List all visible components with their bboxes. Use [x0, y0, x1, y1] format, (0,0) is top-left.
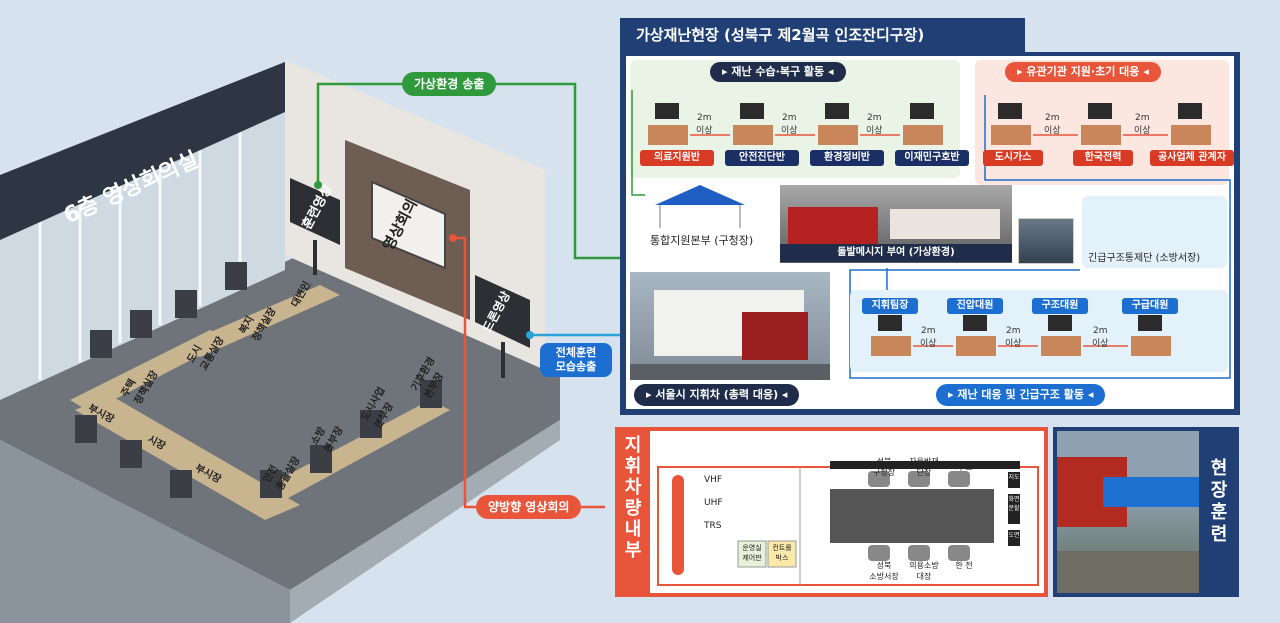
gap-label: 2m 이상	[781, 113, 798, 136]
seat-top: 자율방재 단장	[909, 457, 939, 477]
box-control-panel: 운영실 제어판	[742, 544, 762, 562]
seat-bottom: 성북 소방서장	[869, 561, 899, 581]
right-panel-split: 화면분할	[1008, 494, 1020, 524]
gap-label: 2m 이상	[866, 113, 883, 136]
seat-bottom: 의용소방 대장	[909, 561, 939, 581]
desk-label-ems: 구급대원	[1122, 298, 1178, 314]
agency-group-title: ▸ 유관기관 지원·초기 대응 ◂	[1005, 62, 1161, 82]
response-group-title: ▸ 재난 대응 및 긴급구조 활동 ◂	[936, 384, 1106, 406]
desk-label-medical: 의료지원반	[640, 150, 714, 166]
gap-label: 2m 이상	[1005, 326, 1022, 349]
virtual-tx-pill: 가상환경 송출	[402, 72, 497, 96]
desk-label-kepco: 한국전력	[1073, 150, 1133, 166]
lcd-label: LCD 모니터	[878, 450, 919, 459]
desk-label-safety: 안전진단반	[725, 150, 799, 166]
box-control: 컨트롤 박스	[772, 544, 792, 562]
desk-label-rescue: 구조대원	[1032, 298, 1088, 314]
incident-msg-label: 돌발메시지 부여 (가상환경)	[780, 244, 1012, 262]
command-truck-photo	[630, 272, 830, 380]
gap-label: 2m 이상	[1134, 113, 1151, 136]
radio-trs: TRS	[704, 521, 722, 531]
desk-label-city-gas: 도시가스	[983, 150, 1043, 166]
recovery-group-title: ▸ 재난 수습·복구 활동 ◂	[710, 62, 846, 82]
right-panel-map: 지도	[1008, 472, 1020, 488]
truck-caption: ▸ 서울시 지휘차 (총력 대응) ◂	[634, 384, 800, 406]
gap-label: 2m 이상	[1092, 326, 1109, 349]
field-photo	[1057, 431, 1199, 593]
desk-label-relief: 이재민구호반	[895, 150, 969, 166]
tent-label-rescue-control: 긴급구조통제단 (소방서장)	[1088, 253, 1201, 264]
radio-vhf: VHF	[704, 475, 723, 485]
two-way-conference-pill: 양방향 영상회의	[476, 495, 582, 519]
seat-top: 성북 구청장	[872, 457, 896, 477]
desk-label-suppression: 진압대원	[947, 298, 1003, 314]
full-training-pill: 전체훈련 모습송출	[540, 343, 612, 377]
desk-label-environment: 환경정비반	[810, 150, 884, 166]
seat-bottom: 한 전	[955, 561, 973, 570]
vehicle-floorplan	[657, 461, 1039, 586]
right-panel-drawing: 도면	[1008, 530, 1020, 546]
seat-top: 가 스	[955, 463, 973, 472]
radio-uhf: UHF	[704, 498, 723, 508]
gap-label: 2m 이상	[920, 326, 937, 349]
gap-label: 2m 이상	[696, 113, 713, 136]
gap-label: 2m 이상	[1044, 113, 1061, 136]
desk-label-contractor: 공사업체 관계자	[1150, 150, 1234, 166]
vehicle-side-title: 지휘차량내부	[624, 435, 642, 561]
operator-photo	[1018, 218, 1074, 264]
field-side-title: 현장훈련	[1210, 458, 1228, 545]
scene-title-tab: 가상재난현장 (성북구 제2월곡 인조잔디구장)	[620, 18, 1025, 52]
desk-label-commander: 지휘팀장	[862, 298, 918, 314]
tent-label-integrated-hq: 통합지원본부 (구청장)	[650, 234, 754, 247]
rescue-control-box	[1082, 196, 1227, 268]
conference-room-illustration	[0, 60, 560, 623]
